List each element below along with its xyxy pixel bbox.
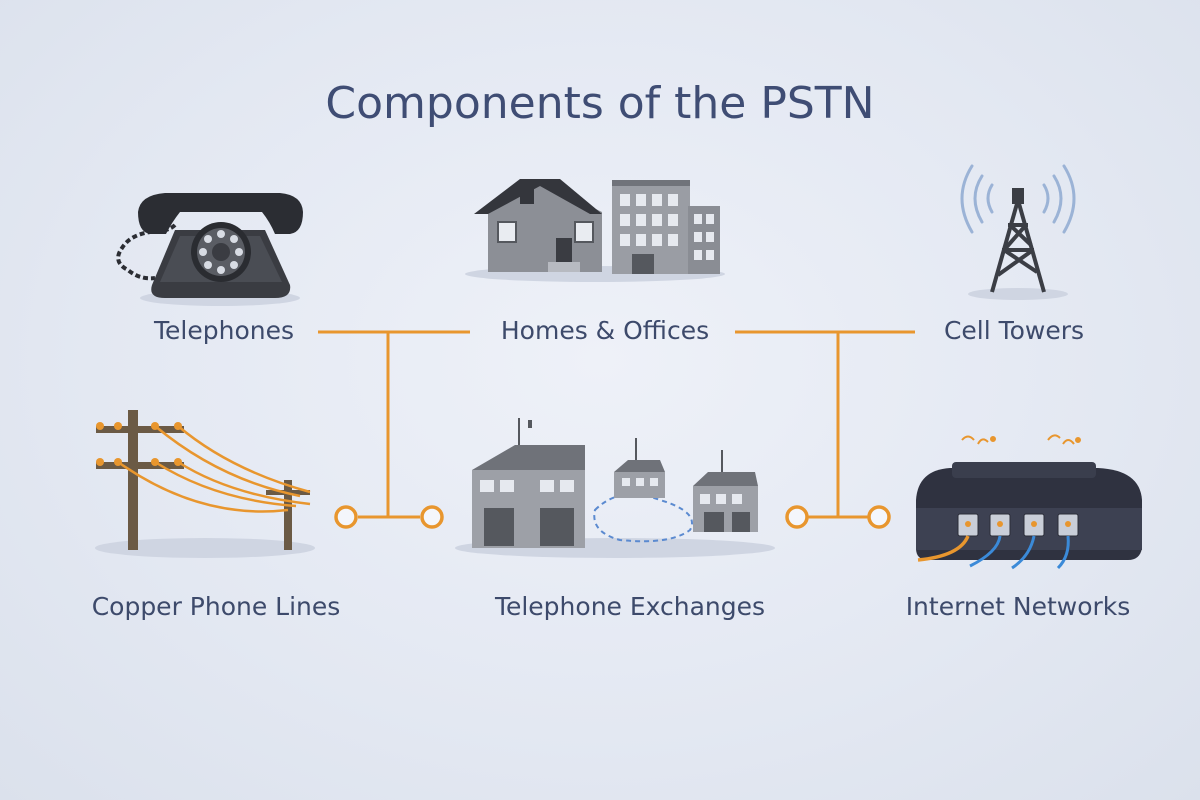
connector-node (334, 505, 358, 529)
label-telephones: Telephones (154, 316, 294, 345)
label-homes-offices: Homes & Offices (500, 316, 710, 345)
label-telephone-exchanges: Telephone Exchanges (494, 592, 766, 621)
label-internet-networks: Internet Networks (905, 592, 1131, 621)
connector-node (867, 505, 891, 529)
connector-node (420, 505, 444, 529)
page-title: Components of the PSTN (325, 78, 875, 129)
label-cell-towers: Cell Towers (943, 316, 1085, 345)
connector-node (785, 505, 809, 529)
label-copper-phone-lines: Copper Phone Lines (91, 592, 341, 621)
